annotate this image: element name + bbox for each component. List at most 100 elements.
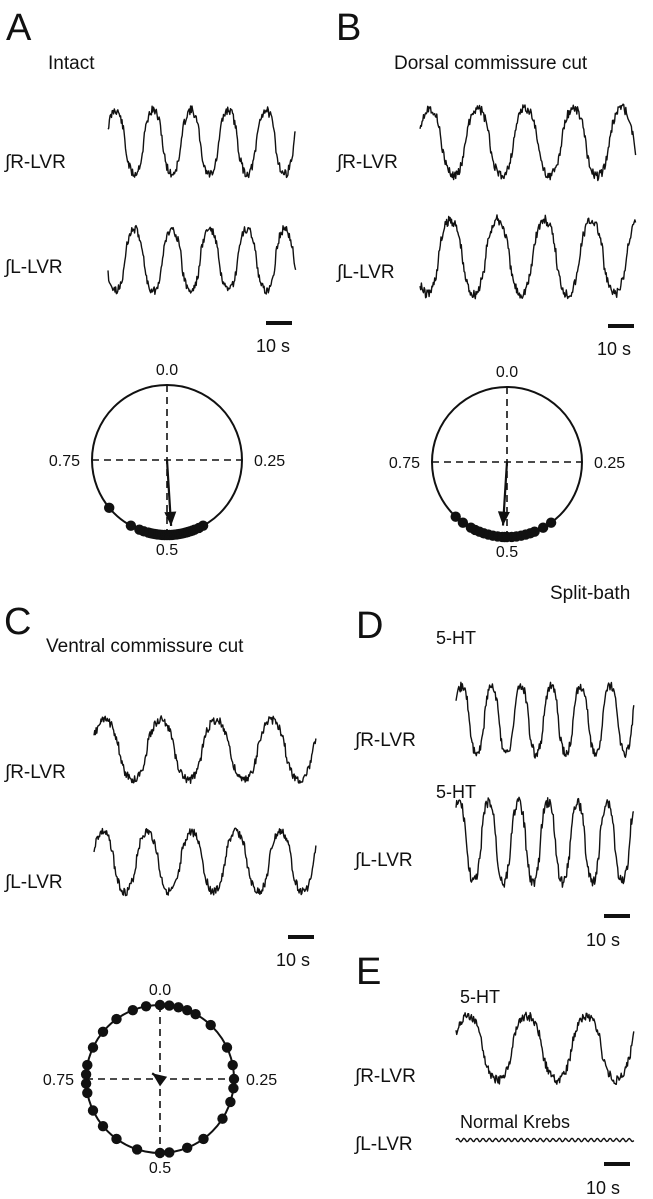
drug-label-e-l: Normal Krebs (460, 1112, 570, 1132)
phase-point (140, 1001, 152, 1012)
phase-point (111, 1133, 122, 1145)
tick-label-bottom: 0.5 (156, 542, 178, 559)
tick-label-right: 0.25 (594, 455, 625, 472)
scale-bar-e (604, 1162, 630, 1166)
phase-point (87, 1042, 99, 1053)
condition-label-c: Ventral commissure cut (46, 636, 244, 657)
tick-label-left: 0.75 (389, 455, 420, 472)
phase-point (545, 517, 557, 528)
trace-label-b-r: ∫R-LVR (336, 152, 398, 173)
panel-letter-b: B (336, 7, 361, 49)
mean-vector-arrowhead (497, 511, 510, 526)
tick-label-top: 0.0 (156, 362, 178, 379)
phase-point (134, 524, 145, 535)
panel-letter-d: D (356, 605, 383, 647)
phase-point (97, 1026, 109, 1038)
phase-point (228, 1083, 239, 1094)
phase-point (457, 517, 469, 528)
trace-c-left (93, 827, 317, 897)
phase-point (111, 1013, 122, 1025)
tick-label-top: 0.0 (496, 364, 518, 381)
condition-label-d: Split-bath (550, 583, 630, 604)
phase-point (221, 1042, 233, 1053)
phase-point (104, 502, 115, 513)
trace-b-left (419, 214, 637, 300)
tick-label-right: 0.25 (254, 453, 285, 470)
tick-label-left: 0.75 (49, 453, 80, 470)
phase-point (131, 1144, 143, 1155)
panel-letter-a: A (6, 7, 32, 49)
trace-label-e-r: ∫R-LVR (354, 1066, 416, 1087)
panel-a: A Intact ∫R-LVR ∫L-LVR 10 s 0.00.250.50.… (4, 7, 297, 559)
trace-e-left (455, 1137, 635, 1143)
phase-point (228, 1073, 240, 1085)
phase-point (125, 520, 137, 531)
phase-point (154, 999, 166, 1011)
tick-label-bottom: 0.5 (149, 1160, 171, 1177)
phase-point (182, 1142, 193, 1154)
phase-point (465, 522, 477, 533)
scale-bar-d (604, 914, 630, 918)
trace-d-left (455, 796, 634, 888)
condition-label-a: Intact (48, 53, 95, 74)
drug-label-e-r: 5-HT (460, 987, 500, 1007)
drug-label-d-l: 5-HT (436, 782, 476, 802)
phase-point (164, 1000, 175, 1011)
phase-point (190, 1009, 201, 1020)
panel-letter-c: C (4, 601, 31, 643)
trace-label-e-l: ∫L-LVR (354, 1134, 413, 1155)
scale-label-d: 10 s (586, 930, 620, 950)
scale-label-e: 10 s (586, 1178, 620, 1198)
phase-point (97, 1121, 109, 1132)
trace-label-c-l: ∫L-LVR (4, 872, 63, 893)
trace-label-a-l: ∫L-LVR (4, 257, 63, 278)
condition-label-b: Dorsal commissure cut (394, 53, 588, 74)
panel-d: Split-bath D 5-HT ∫R-LVR 5-HT ∫L-LVR 10 … (354, 583, 635, 950)
phase-point (227, 1059, 238, 1071)
panel-c: C Ventral commissure cut ∫R-LVR ∫L-LVR 1… (4, 601, 317, 1177)
tick-label-bottom: 0.5 (496, 544, 518, 561)
scale-bar-a (266, 321, 292, 325)
drug-label-d-r: 5-HT (436, 628, 476, 648)
phase-point (154, 1147, 166, 1159)
trace-label-b-l: ∫L-LVR (336, 262, 395, 283)
phase-point (182, 1005, 193, 1016)
panel-e: E 5-HT ∫R-LVR Normal Krebs ∫L-LVR 10 s (354, 951, 635, 1198)
phase-point (450, 511, 461, 522)
trace-label-a-r: ∫R-LVR (4, 152, 66, 173)
phase-point (198, 1133, 209, 1145)
phase-point (82, 1059, 93, 1071)
trace-e-right (455, 1011, 635, 1085)
scale-label-c: 10 s (276, 950, 310, 970)
mean-vector-arrowhead (164, 511, 177, 526)
phase-point (82, 1087, 93, 1099)
scale-label-a: 10 s (256, 336, 290, 356)
trace-a-left (107, 224, 297, 295)
mean-vector-arrowhead (152, 1073, 168, 1087)
polar-plot-b: 0.0 0.25 0.5 0.75 (389, 364, 625, 561)
phase-point (127, 1005, 138, 1016)
phase-point (80, 1069, 92, 1080)
polar-plot-c: 0.0 0.25 0.5 0.75 (43, 982, 277, 1177)
trace-b-right (419, 103, 637, 182)
scale-bar-b (608, 324, 634, 328)
phase-point (164, 1147, 175, 1158)
trace-label-c-r: ∫R-LVR (4, 762, 66, 783)
panel-b: B Dorsal commissure cut ∫R-LVR ∫L-LVR 10… (336, 7, 637, 561)
tick-label-left: 0.75 (43, 1072, 74, 1089)
phase-point (205, 1019, 216, 1031)
phase-point (537, 522, 549, 533)
tick-label-right: 0.25 (246, 1072, 277, 1089)
trace-label-d-l: ∫L-LVR (354, 850, 413, 871)
tick-label-top: 0.0 (149, 982, 171, 999)
panel-letter-e: E (356, 951, 381, 993)
scale-label-b: 10 s (597, 339, 631, 359)
trace-label-d-r: ∫R-LVR (354, 730, 416, 751)
phase-point (217, 1113, 228, 1124)
polar-plot-a: 0.0 0.25 0.5 0.75 (49, 362, 285, 559)
phase-point (225, 1096, 236, 1108)
phase-point (80, 1078, 92, 1089)
scale-bar-c (288, 935, 314, 939)
trace-d-right (455, 681, 635, 759)
